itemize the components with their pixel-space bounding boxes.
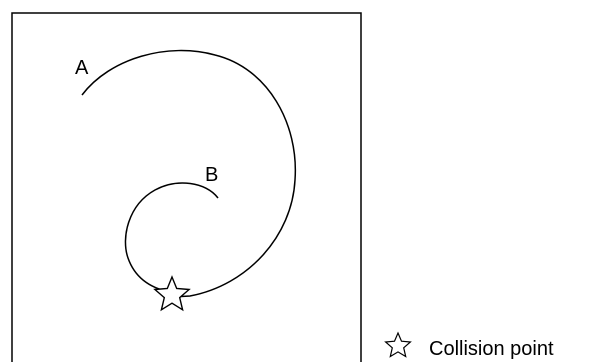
legend-label: Collision point: [429, 338, 554, 360]
label-a: A: [75, 57, 89, 79]
frame-border: [11, 12, 362, 362]
label-b: B: [205, 164, 218, 186]
collision-star-icon: [153, 275, 191, 312]
legend-star-icon: [384, 331, 412, 358]
trajectory-a: [81, 49, 297, 298]
trajectory-b: [124, 182, 219, 293]
